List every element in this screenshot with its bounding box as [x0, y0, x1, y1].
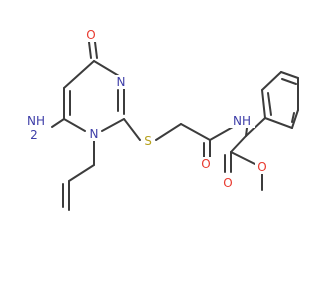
- amine-subscript-label: 2: [30, 128, 38, 142]
- structure-diagram: O N N NH 2 S NH O O O: [18, 28, 299, 211]
- bond-alpha-ester: [230, 135, 247, 153]
- bond-ester-co-o: [230, 151, 256, 165]
- molecule-canvas: O N N NH 2 S NH O O O: [18, 28, 299, 211]
- ring-n1-label: N: [90, 127, 99, 141]
- bond-c6-nh2: [51, 118, 65, 128]
- sulfur-label: S: [144, 134, 152, 148]
- bond-c5-c4: [63, 60, 95, 89]
- phenyl-bond-4: [261, 71, 282, 91]
- bond-c2-n1: [101, 118, 125, 132]
- phenyl-bond-2b: [291, 112, 295, 123]
- bond-ch2-co: [180, 123, 211, 141]
- bond-n1-c6: [63, 118, 86, 132]
- bond-co-nh: [209, 126, 234, 141]
- bond-c2-s: [123, 118, 141, 141]
- phenyl-bond-5b: [281, 78, 297, 85]
- amide-oxygen-label: O: [201, 157, 210, 171]
- phenyl-bond-3: [261, 89, 266, 119]
- ring-n3-label: N: [117, 75, 126, 89]
- bond-c4-o-b: [94, 41, 98, 59]
- ester-ether-oxygen-label: O: [257, 160, 266, 174]
- phenyl-bond-2: [291, 109, 299, 129]
- bond-c4-n3: [93, 60, 120, 77]
- bond-c4-o-a: [88, 41, 92, 59]
- phenyl-bond-3b: [267, 92, 272, 116]
- bond-s-ch2: [155, 123, 182, 141]
- amine-label: NH: [27, 114, 45, 128]
- amide-nh-label: NH: [233, 114, 251, 128]
- phenyl-bond-5: [280, 71, 299, 79]
- phenyl-bond-1: [264, 117, 293, 129]
- bond-alpha-phenyl: [245, 117, 266, 137]
- bond-ch2-ch: [68, 164, 95, 182]
- atom-labels: O N N NH 2 S NH O O O: [18, 28, 269, 190]
- ring-oxygen-label: O: [86, 28, 95, 42]
- ester-carbonyl-oxygen-label: O: [223, 176, 232, 190]
- bonds: [51, 41, 299, 211]
